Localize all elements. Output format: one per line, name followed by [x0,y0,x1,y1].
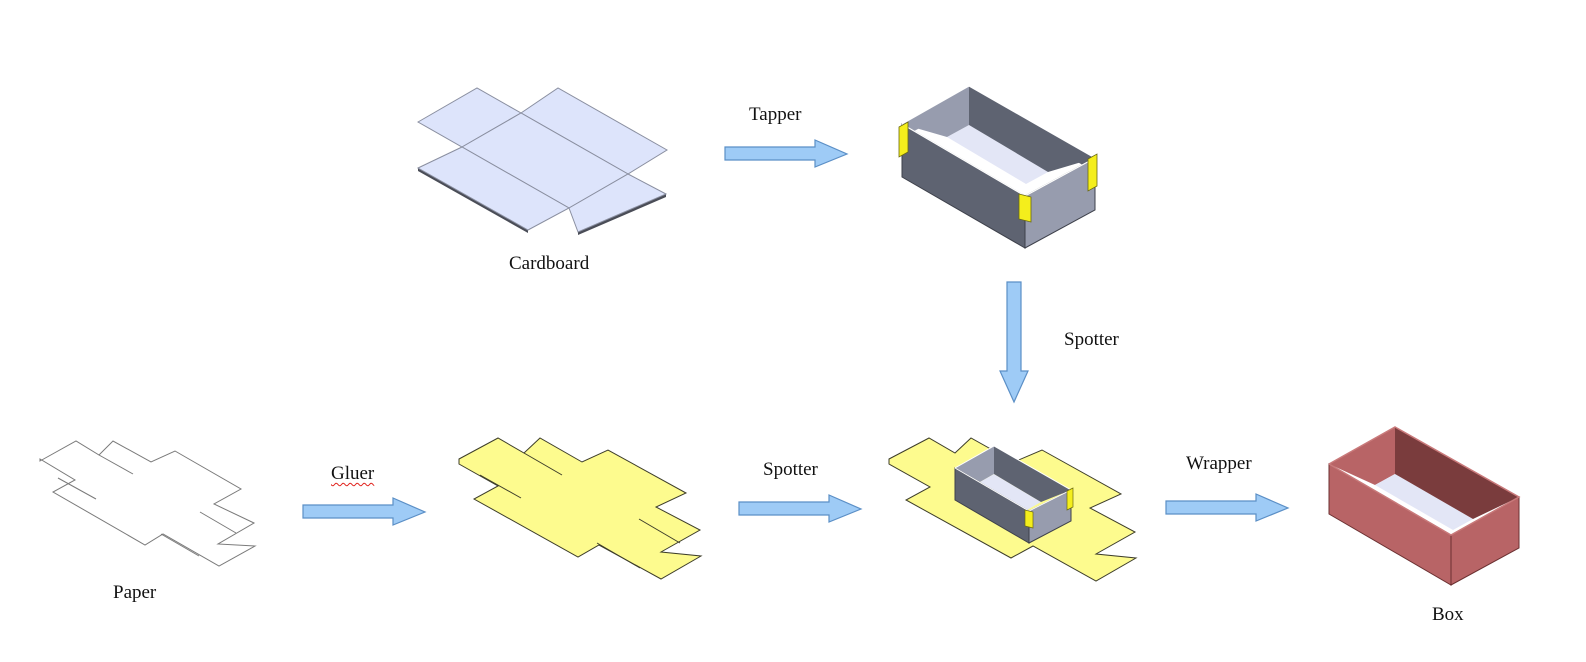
glued-slit-2 [479,474,522,499]
glued-slit-4 [596,542,641,569]
box-inner-back-face [1395,427,1519,519]
paper-sheet [39,440,257,567]
tray-inner-left-face [902,86,969,137]
small-tray-inner-back-face [994,446,1071,502]
paper-slit-3 [199,511,237,534]
arrow-tapper [724,139,849,168]
label-spotter-mid: Spotter [763,459,818,480]
tray-inner-back-face [969,86,1095,172]
paper-slit-1 [98,454,134,475]
label-box: Box [1432,604,1464,625]
taped-tray-illustration [898,85,1098,249]
glued-paper-illustration [458,437,703,580]
box-inner-floor [1375,474,1473,530]
paper-slit-4 [160,533,200,557]
label-wrapper: Wrapper [1186,453,1252,474]
tape-corner-right [1087,153,1098,192]
box-inner-left [1329,427,1395,485]
tray-inner-floor [947,125,1048,184]
arrow-wrapper [1165,493,1290,522]
arrow-spotter-down [999,281,1029,404]
label-cardboard: Cardboard [509,253,590,274]
finished-box-illustration [1328,426,1521,586]
small-tape-right [1066,487,1074,511]
cardboard-illustration [416,87,668,235]
glued-slit-3 [638,518,681,544]
box-rim [1328,426,1521,536]
arrow-spotter-right [738,494,863,523]
label-paper: Paper [113,582,157,603]
label-gluer: Gluer [331,463,375,484]
tray-on-paper-illustration [888,437,1138,582]
glued-paper-sheet [458,437,703,580]
small-tape-front [1024,509,1034,529]
glued-slit-1 [523,452,563,476]
paper-slit-2 [57,477,97,500]
tape-corner-left [898,121,909,158]
label-spotter-top: Spotter [1064,329,1119,350]
cardboard-thickness [418,168,528,233]
cardboard-flap-front-right [568,173,668,233]
label-tapper: Tapper [749,104,802,125]
tape-corner-front [1018,193,1032,223]
small-tray-inner-left [955,446,994,482]
arrow-gluer [302,497,427,526]
small-tray-inner-floor [980,474,1041,510]
paper-illustration [39,440,257,567]
cardboard-thickness-right [578,194,666,235]
